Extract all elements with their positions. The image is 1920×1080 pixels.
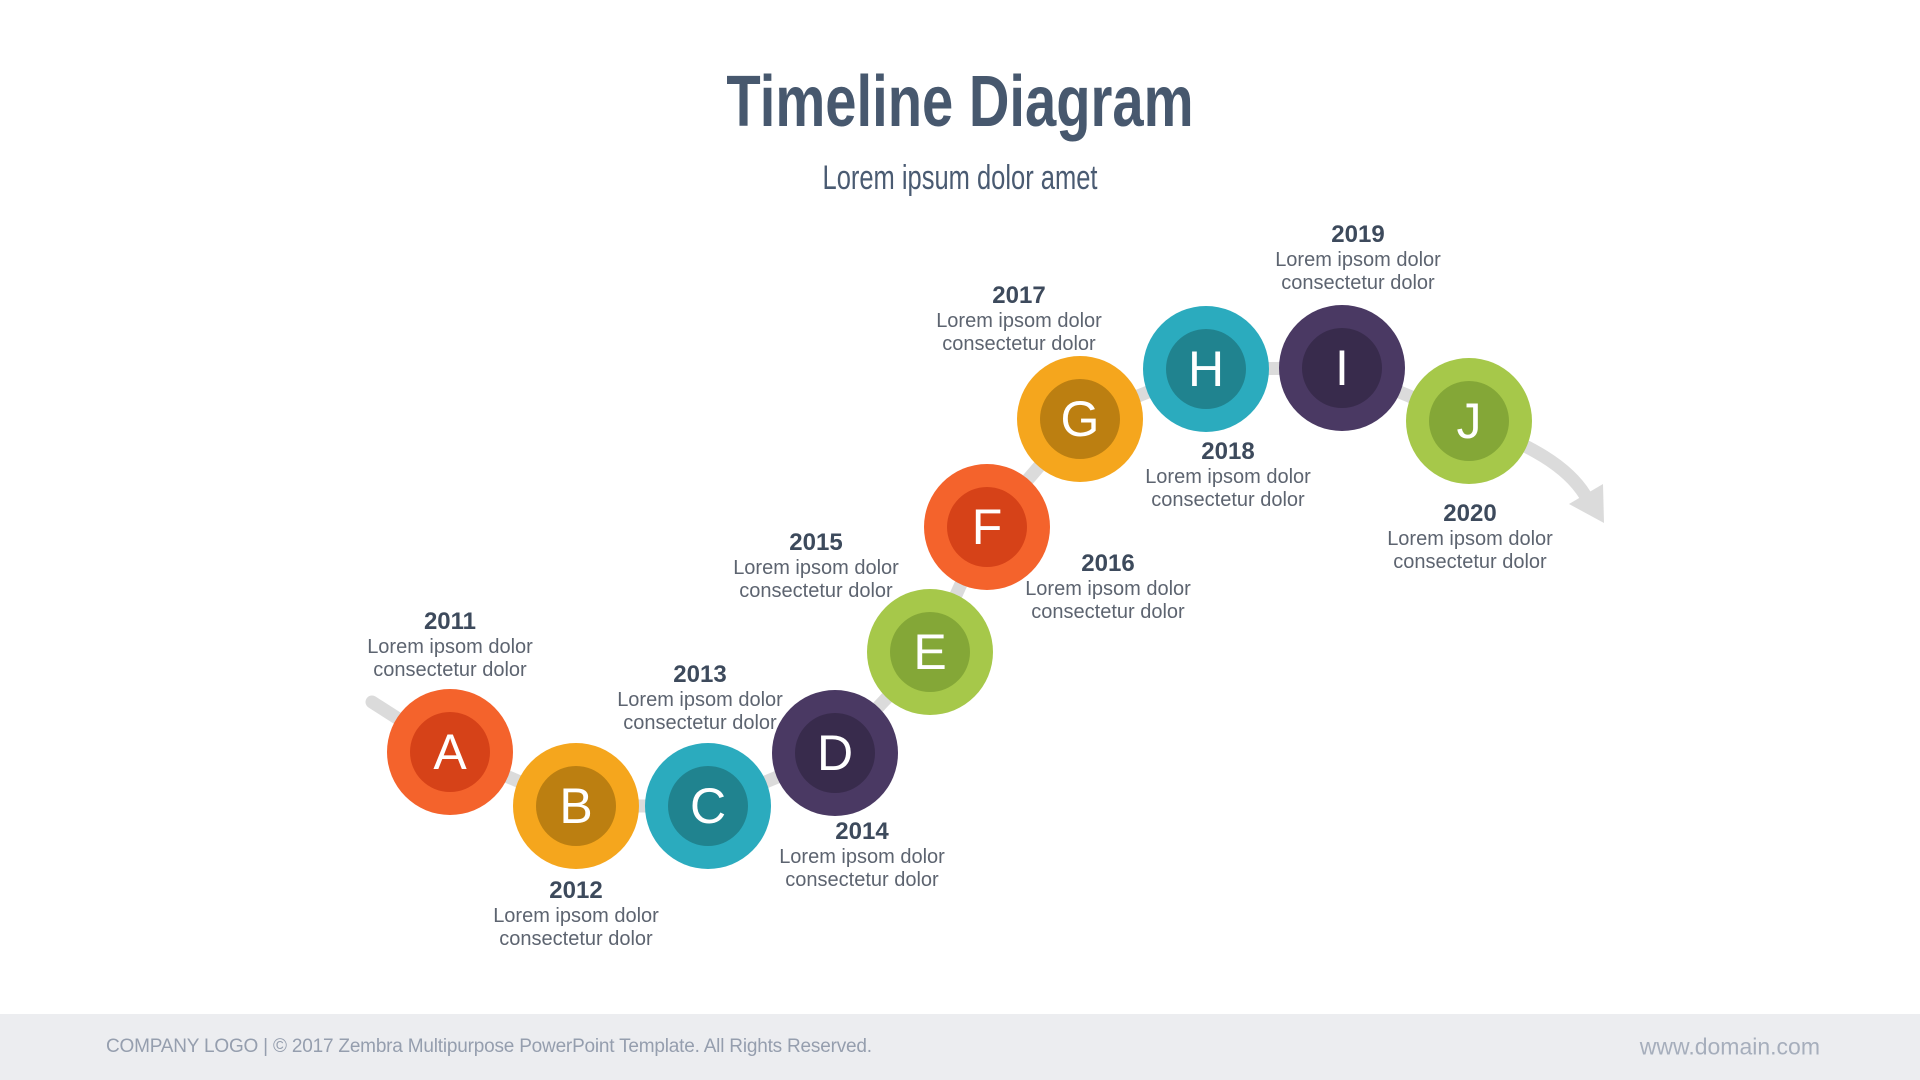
page-title: Timeline Diagram [726,62,1194,142]
timeline-node-c: C [645,743,771,869]
year-2018: 2018 [1201,438,1255,465]
desc-2013: Lorem ipsom dolor consectetur dolor [617,689,783,734]
year-2016: 2016 [1081,550,1135,577]
timeline-node-d: D [772,690,898,816]
node-letter-d: D [816,725,854,781]
timeline-node-a: A [387,689,513,815]
timeline-node-b: B [513,743,639,869]
node-letter-j: J [1456,393,1482,449]
timeline-node-g: G [1017,356,1143,482]
timeline-label-2020: 2020 Lorem ipsom dolor consectetur dolor [1340,500,1600,574]
arrowhead-icon [1569,484,1604,523]
year-2014: 2014 [835,818,889,845]
timeline-label-2014: 2014 Lorem ipsom dolor consectetur dolor [732,818,992,892]
timeline-label-2013: 2013 Lorem ipsom dolor consectetur dolor [570,661,830,735]
timeline-label-2019: 2019 Lorem ipsom dolor consectetur dolor [1228,221,1488,295]
timeline-label-2017: 2017 Lorem ipsom dolor consectetur dolor [889,282,1149,356]
page-subtitle: Lorem ipsum dolor amet [822,159,1098,197]
timeline-node-j-inner: J [1429,381,1509,461]
node-letter-f: F [971,499,1003,555]
node-letter-a: A [433,724,467,780]
timeline-node-j: J [1406,358,1532,484]
desc-2020: Lorem ipsom dolor consectetur dolor [1387,528,1553,573]
timeline-node-a-inner: A [410,712,490,792]
timeline-node-e: E [867,589,993,715]
desc-2019: Lorem ipsom dolor consectetur dolor [1275,249,1441,294]
year-2020: 2020 [1443,500,1497,527]
year-2015: 2015 [789,529,843,556]
timeline-node-f: F [924,464,1050,590]
timeline-label-2011: 2011 Lorem ipsom dolor consectetur dolor [320,608,580,682]
year-2019: 2019 [1331,221,1385,248]
footer-bar: COMPANY LOGO | © 2017 Zembra Multipurpos… [0,1014,1920,1080]
timeline-node-e-inner: E [890,612,970,692]
timeline-node-b-inner: B [536,766,616,846]
node-letter-c: C [689,778,727,834]
footer-copyright: COMPANY LOGO | © 2017 Zembra Multipurpos… [106,1036,872,1057]
timeline-label-2015: 2015 Lorem ipsom dolor consectetur dolor [686,529,946,603]
timeline-node-g-inner: G [1040,379,1120,459]
desc-2016: Lorem ipsom dolor consectetur dolor [1025,578,1191,623]
desc-2015: Lorem ipsom dolor consectetur dolor [733,557,899,602]
node-letter-b: B [559,778,593,834]
timeline-node-h: H [1143,306,1269,432]
timeline-node-i-inner: I [1302,328,1382,408]
timeline-node-d-inner: D [795,713,875,793]
timeline-label-2018: 2018 Lorem ipsom dolor consectetur dolor [1098,438,1358,512]
desc-2011: Lorem ipsom dolor consectetur dolor [367,636,533,681]
node-letter-i: I [1335,340,1349,396]
node-letter-g: G [1060,391,1100,447]
desc-2014: Lorem ipsom dolor consectetur dolor [779,846,945,891]
year-2012: 2012 [549,877,603,904]
timeline-node-h-inner: H [1166,329,1246,409]
timeline-label-2012: 2012 Lorem ipsom dolor consectetur dolor [446,877,706,951]
year-2013: 2013 [673,661,727,688]
node-letter-e: E [913,624,947,680]
node-letter-h: H [1187,341,1225,397]
timeline-node-i: I [1279,305,1405,431]
desc-2017: Lorem ipsom dolor consectetur dolor [936,310,1102,355]
desc-2012: Lorem ipsom dolor consectetur dolor [493,905,659,950]
year-2011: 2011 [423,608,477,635]
footer-website: www.domain.com [1639,1033,1820,1060]
timeline-label-2016: 2016 Lorem ipsom dolor consectetur dolor [978,550,1238,624]
timeline-node-f-inner: F [947,487,1027,567]
year-2017: 2017 [992,282,1046,309]
timeline-node-c-inner: C [668,766,748,846]
desc-2018: Lorem ipsom dolor consectetur dolor [1145,466,1311,511]
